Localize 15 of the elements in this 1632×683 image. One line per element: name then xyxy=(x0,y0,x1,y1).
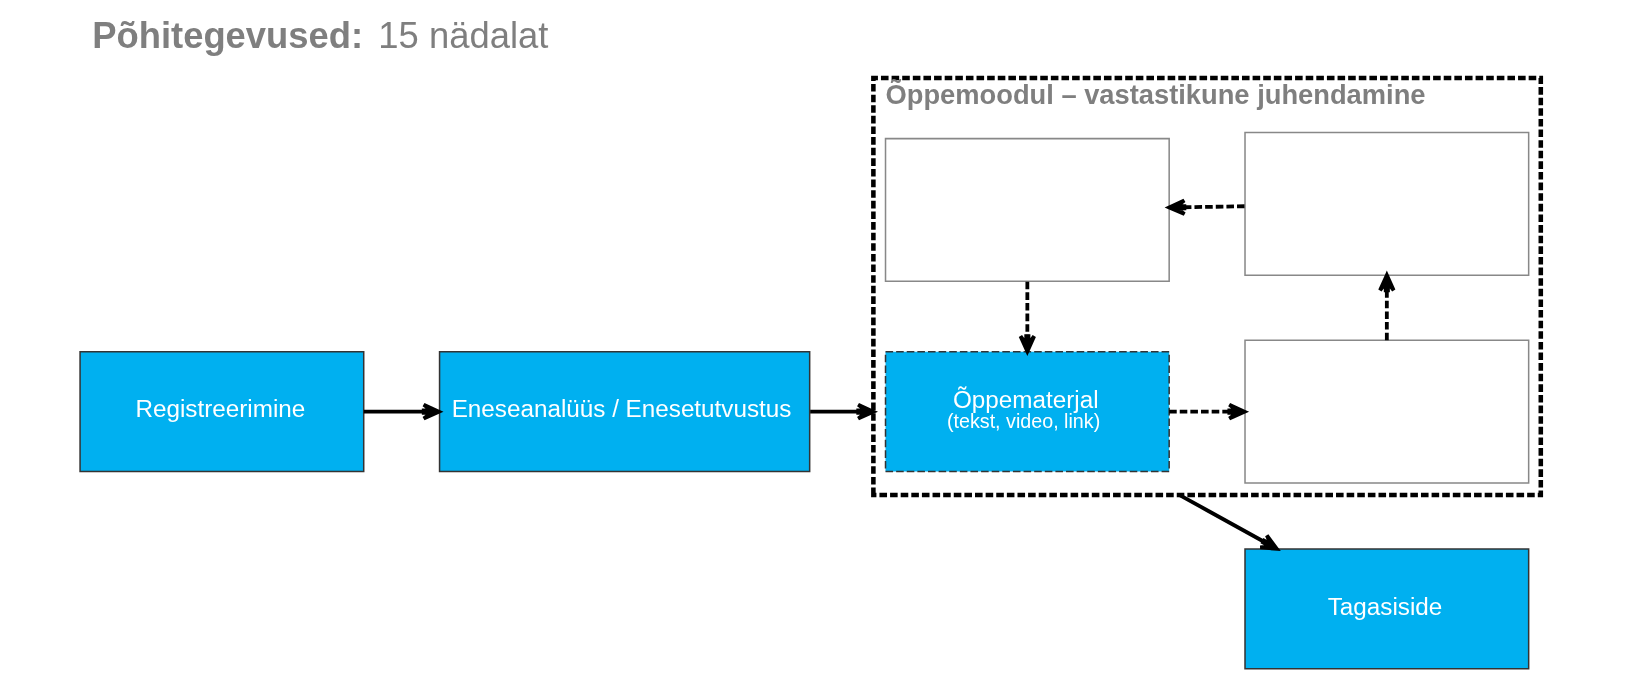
arrow xyxy=(363,402,441,421)
node-box xyxy=(1243,131,1529,276)
arrow xyxy=(1166,198,1245,216)
arrow xyxy=(1377,273,1396,341)
node-box: Tagasiside xyxy=(1243,548,1529,670)
arrow xyxy=(1168,402,1246,421)
diagram-title: Põhitegevused: 15 nädalat xyxy=(91,14,548,56)
node-box: Õppematerjal (tekst, video, link) xyxy=(884,351,1170,473)
node-box xyxy=(1243,339,1529,484)
arrow xyxy=(1018,281,1036,354)
node-box: Registreerimine xyxy=(78,351,364,473)
arrow xyxy=(809,402,875,421)
arrow xyxy=(1178,493,1279,551)
node-box: Eneseanalüüs / Enesetutvustus xyxy=(438,351,810,473)
node-box xyxy=(884,137,1170,282)
